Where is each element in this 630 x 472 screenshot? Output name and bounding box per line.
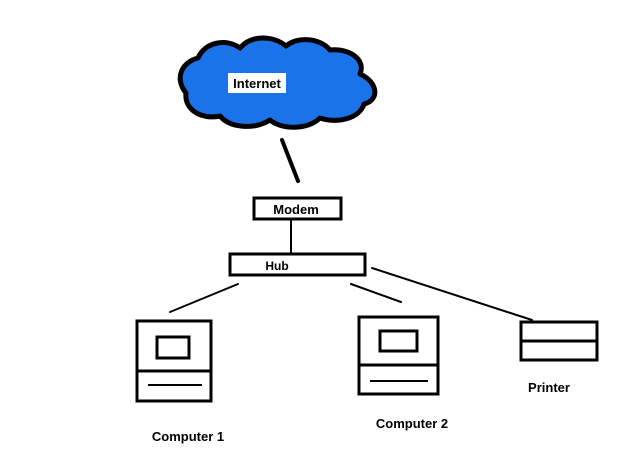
modem-label: Modem: [273, 202, 319, 217]
screen: [155, 335, 191, 360]
computer2-label: Computer 2: [376, 416, 448, 431]
modem-box: [252, 196, 343, 221]
printer-node: Printer: [519, 320, 599, 395]
edge-internet-modem: [280, 138, 300, 183]
screen: [378, 329, 419, 353]
printer-label: Printer: [528, 380, 570, 395]
base-unit: [357, 363, 440, 396]
hub-label: Hub: [265, 259, 288, 273]
internet-node: Internet: [177, 35, 378, 130]
hub-box: [228, 252, 367, 277]
printer-icon: [519, 320, 599, 362]
connections: [169, 138, 533, 321]
computer1-label: Computer 1: [152, 429, 224, 444]
edge-hub-printer: [371, 267, 533, 321]
edge-hub-computer2: [350, 283, 402, 303]
modem-node: Modem: [252, 196, 343, 221]
computer2-node: Computer 2: [357, 315, 448, 431]
internet-label: Internet: [233, 76, 281, 91]
computer1-node: Computer 1: [135, 319, 224, 444]
hub-node: Hub: [228, 252, 367, 277]
edge-hub-computer1: [169, 283, 239, 313]
computer-icon: [357, 315, 440, 396]
computer-icon: [135, 319, 213, 403]
internet-label-bg: [228, 73, 286, 93]
